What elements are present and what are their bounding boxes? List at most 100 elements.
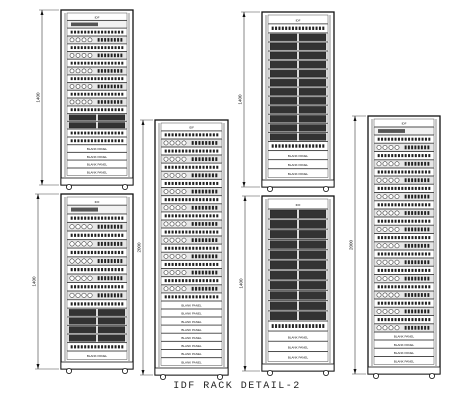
network-switch — [66, 82, 128, 91]
patch-port — [414, 268, 417, 272]
patch-port — [199, 181, 202, 185]
patch-port — [175, 198, 178, 202]
switch-module-port — [394, 243, 400, 249]
patch-port — [384, 219, 387, 223]
patch-port — [87, 77, 90, 81]
patch-port — [70, 92, 73, 96]
blank-panel-label: BLANK PANEL — [87, 354, 108, 358]
patch-port — [107, 233, 110, 237]
patch-port — [199, 262, 202, 266]
patch-port — [97, 268, 100, 272]
patch-port — [121, 302, 124, 306]
switch-port — [420, 194, 423, 199]
patch-port — [97, 250, 100, 255]
switch-port — [97, 293, 100, 298]
switch-port — [417, 276, 420, 281]
patch-port — [77, 61, 80, 65]
patch-port — [394, 154, 397, 158]
kvm-display — [378, 129, 405, 133]
patch-port — [216, 262, 219, 266]
patch-port — [411, 236, 414, 240]
blank-panel — [160, 325, 223, 334]
blank-panel — [373, 356, 435, 365]
server-bay — [68, 122, 97, 129]
switch-module-port — [163, 237, 169, 243]
switch-port — [208, 222, 211, 226]
patch-port — [94, 268, 97, 272]
switch-module-port — [181, 140, 187, 146]
rack-base — [367, 366, 441, 375]
switch-port — [414, 325, 417, 330]
patch-port — [94, 233, 97, 237]
switch-module-port — [388, 177, 394, 183]
height-dimension-label: 2000 — [137, 242, 142, 253]
patch-port — [195, 198, 198, 202]
blank-panel-label: BLANK PANEL — [87, 155, 108, 159]
patch-port — [394, 186, 397, 190]
patch-port — [418, 186, 421, 190]
switch-module-port — [163, 173, 169, 178]
rack-badge-label: IDF — [189, 126, 194, 130]
patch-port — [94, 46, 97, 50]
patch-port — [171, 133, 174, 137]
blank-panel-label: BLANK PANEL — [288, 163, 309, 167]
patch-port — [111, 345, 114, 349]
patch-port — [114, 30, 117, 34]
patch-port — [428, 219, 431, 223]
patch-port — [411, 219, 414, 223]
switch-port — [120, 100, 123, 104]
patch-port — [117, 61, 120, 65]
patch-port — [90, 30, 93, 34]
patch-port — [181, 149, 184, 153]
rack-badge-label: IDF — [402, 122, 407, 126]
switch-port — [120, 259, 123, 264]
patch-port — [192, 198, 195, 202]
patch-port — [384, 252, 387, 256]
patch-port — [408, 137, 411, 141]
patch-port — [394, 203, 397, 207]
patch-port — [414, 301, 417, 305]
switch-port — [198, 286, 201, 291]
server-bay — [298, 60, 327, 69]
patch-port — [121, 30, 124, 34]
blank-panel — [373, 332, 435, 341]
network-switch — [373, 241, 435, 250]
switch-port — [215, 189, 218, 194]
patch-port — [394, 252, 397, 256]
patch-port — [391, 137, 394, 141]
patch-port — [84, 131, 87, 135]
blank-panel — [66, 351, 128, 360]
patch-port — [384, 137, 387, 141]
patch-port — [408, 154, 411, 158]
patch-panel — [66, 265, 128, 274]
switch-port — [404, 211, 407, 215]
patch-port — [387, 203, 390, 207]
patch-port — [212, 295, 215, 299]
rack-top-panel — [160, 122, 223, 131]
patch-port — [77, 302, 80, 306]
switch-port — [424, 178, 427, 183]
patch-port — [117, 30, 120, 34]
patch-port — [377, 252, 380, 256]
switch-port — [113, 69, 116, 73]
patch-port — [97, 92, 100, 96]
switch-port — [427, 178, 430, 183]
patch-port — [90, 250, 93, 255]
switch-port — [211, 205, 214, 210]
patch-port — [70, 30, 73, 34]
patch-port — [377, 318, 380, 322]
switch-module-port — [376, 145, 382, 150]
patch-port — [205, 279, 208, 283]
patch-port — [87, 46, 90, 50]
patch-port — [188, 262, 191, 266]
switch-port — [420, 243, 423, 248]
patch-port — [175, 230, 178, 234]
kvm-display — [71, 207, 98, 212]
blank-panel-label: BLANK PANEL — [181, 304, 202, 308]
height-dimension-label: 2000 — [349, 239, 354, 250]
server-bay — [269, 124, 298, 132]
patch-port — [97, 131, 100, 135]
switch-module-port — [181, 221, 187, 227]
switch-port — [113, 259, 116, 264]
switch-port — [420, 227, 423, 232]
